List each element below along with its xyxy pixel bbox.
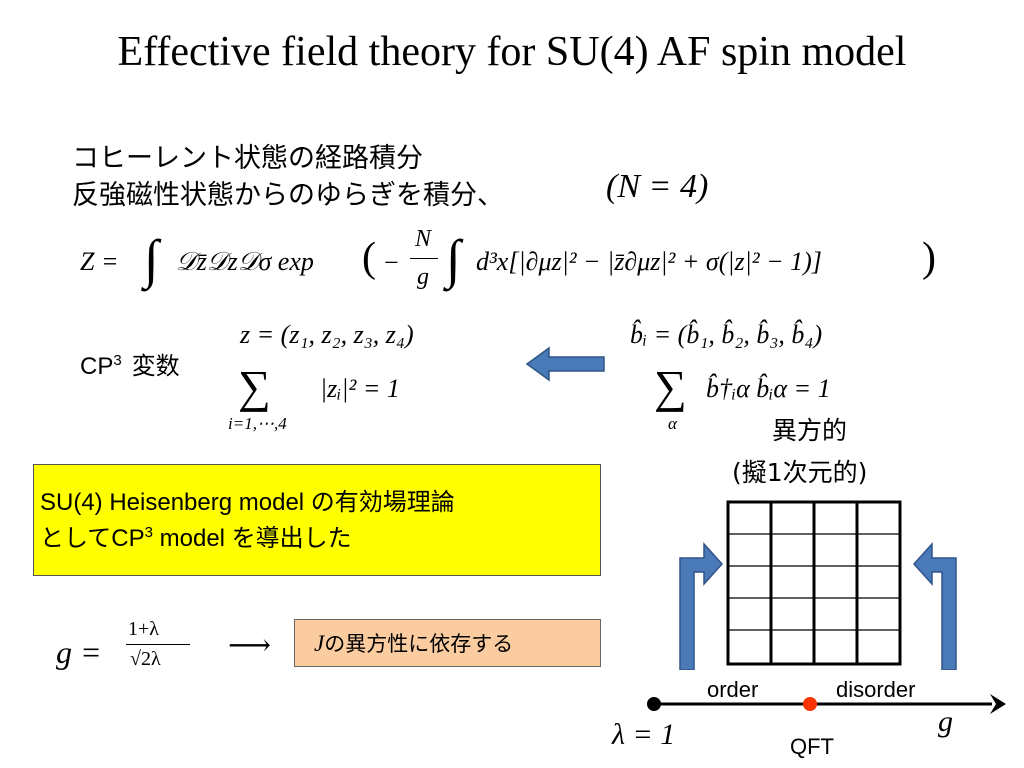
- anisotropic-label: 異方的: [772, 416, 848, 445]
- path-measure: 𝒟z̄𝒟z𝒟σ exp: [176, 247, 314, 276]
- right-bent-arrow-icon: [912, 542, 957, 670]
- sum-symbol-z: ∑: [238, 361, 271, 412]
- coupling-numerator: 1+λ: [128, 618, 159, 640]
- frac-denominator-g: g: [417, 264, 429, 290]
- left-arrow-icon: [525, 346, 605, 382]
- intro-line-1: コヒーレント状態の経路積分: [72, 143, 423, 174]
- minus-sign: −: [384, 248, 399, 277]
- left-paren-big: (: [362, 235, 376, 281]
- disorder-label: disorder: [836, 677, 916, 702]
- axis-arrowhead-icon: [990, 694, 1006, 714]
- lambda-one-point: [647, 697, 661, 711]
- coupling-frac-bar: [126, 644, 190, 645]
- lattice-grid: [726, 500, 902, 666]
- sum-symbol-b: ∑: [654, 361, 687, 412]
- integral-sign-2: ∫: [446, 229, 461, 289]
- frac-numerator-n: N: [415, 226, 432, 252]
- integral-sign-1: ∫: [144, 229, 159, 289]
- conclusion-line-2: としてCP3 model を導出した: [40, 524, 352, 552]
- conclusion-box: [33, 464, 601, 576]
- coupling-denominator: √2λ: [130, 648, 161, 670]
- qft-label: QFT: [790, 734, 834, 759]
- qft-critical-point: [803, 697, 817, 711]
- dependency-box: [294, 619, 601, 667]
- lambda-equals-one: λ = 1: [612, 718, 676, 751]
- slide-title: Effective field theory for SU(4) AF spin…: [117, 29, 907, 75]
- action-integrand: d³x[|∂μz|² − |z̄∂μz|² + σ(|z|² − 1)]: [476, 247, 822, 276]
- dependency-text: Jの異方性に依存する: [314, 631, 514, 656]
- left-bent-arrow-icon: [679, 542, 724, 670]
- lattice-diagram: [679, 500, 957, 670]
- sum-index-b: α: [668, 414, 677, 433]
- z-constraint: |zᵢ|² = 1: [320, 374, 400, 403]
- partition-function-lhs: Z =: [80, 247, 119, 276]
- order-label: order: [707, 677, 759, 702]
- z-definition: z = (z₁, z₂, z₃, z₄): [240, 320, 414, 349]
- conclusion-line-1: SU(4) Heisenberg model の有効場理論: [40, 489, 455, 516]
- boson-constraint: b̂†ᵢα b̂ᵢα = 1: [706, 374, 831, 403]
- sum-index-z: i=1,⋯,4: [228, 414, 287, 433]
- n-condition: (N = 4): [606, 168, 709, 205]
- right-paren-big: ): [922, 235, 936, 281]
- coupling-lhs: g =: [56, 634, 102, 670]
- g-axis-label: g: [938, 705, 953, 738]
- quasi-1d-label: (擬1次元的): [732, 458, 868, 487]
- boson-definition: b̂ᵢ = (b̂₁, b̂₂, b̂₃, b̂₄): [630, 320, 823, 349]
- implies-arrow-icon: ⟶: [228, 629, 272, 662]
- frac-bar: [410, 258, 438, 259]
- phase-axis: [647, 694, 1006, 714]
- intro-line-2: 反強磁性状態からのゆらぎを積分、: [72, 180, 504, 211]
